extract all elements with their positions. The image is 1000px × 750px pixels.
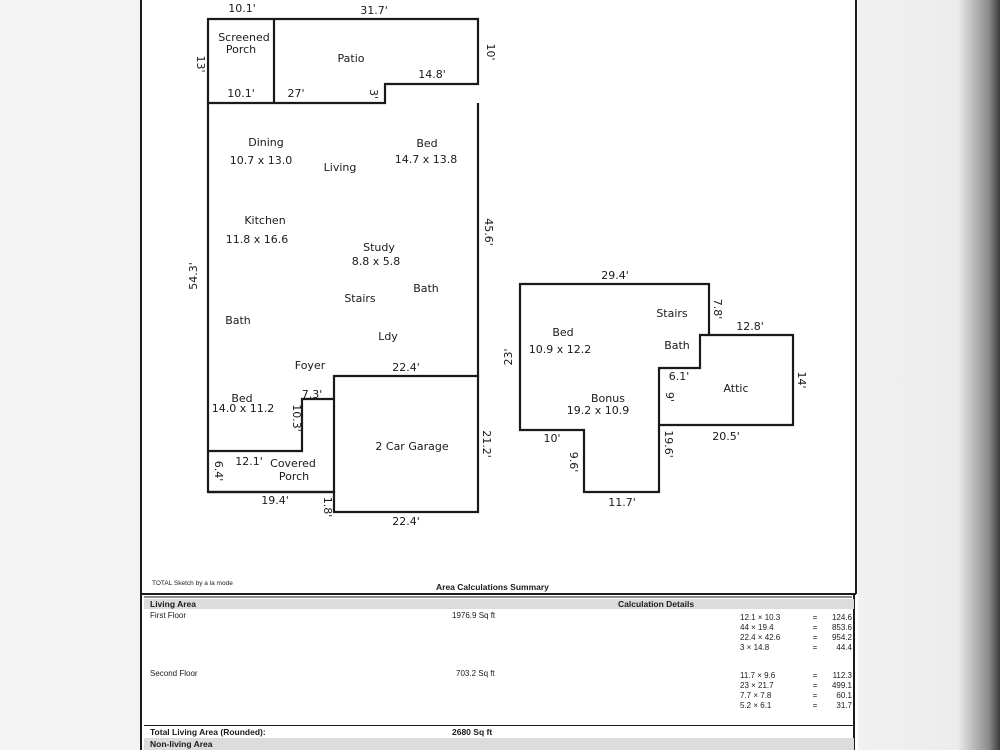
covered-porch-label-2: Porch: [279, 470, 309, 483]
calc-row: 11.7 × 9.6=112.3: [740, 671, 852, 680]
dim-left-side: 54.3': [187, 262, 200, 290]
bath2-label: Bath: [225, 314, 251, 327]
dim-garage-top: 22.4': [392, 361, 420, 374]
calc-row: 3 × 14.8=44.4: [740, 643, 852, 652]
dining-size: 10.7 x 13.0: [230, 154, 293, 167]
sheet-border-left: [140, 0, 142, 750]
dim-porch-bottom: 10.1': [227, 87, 255, 100]
sf-dim-notch-b: 9': [663, 392, 676, 402]
total-living-label: Total Living Area (Rounded):: [150, 727, 266, 737]
dim-porch-bottom2: 19.4': [261, 494, 289, 507]
kitchen-size: 11.8 x 16.6: [226, 233, 289, 246]
bed2-size: 14.0 x 11.2: [212, 402, 275, 415]
bed1-size: 14.7 x 13.8: [395, 153, 458, 166]
dim-top-left: 10.1': [228, 2, 256, 15]
sf-dim-attic-bottom: 20.5': [712, 430, 740, 443]
background-right: [858, 0, 1000, 750]
sf-dim-right-lower: 19.6': [662, 430, 675, 458]
sf-dim-notch-a: 6.1': [669, 370, 690, 383]
first-floor-area: 1976.9 Sq ft: [452, 611, 496, 620]
calc-row: 5.2 × 6.1=31.7: [740, 701, 852, 710]
bed1-label: Bed: [416, 137, 437, 150]
calc-row: 7.7 × 7.8=60.1: [740, 691, 852, 700]
second-floor-label: Second Floor: [150, 669, 198, 678]
dim-porch-notch: 1.8': [321, 497, 334, 518]
patio-label: Patio: [338, 52, 365, 65]
dim-porch-left: 6.4': [212, 461, 225, 482]
main-house-outline: [206, 103, 480, 494]
dim-foyer-vert: 10.3': [290, 404, 303, 432]
calc-row: 23 × 21.7=499.1: [740, 681, 852, 690]
total-divider: [144, 725, 854, 726]
sf-bonus-size: 19.2 x 10.9: [567, 404, 630, 417]
sf-bed-size: 10.9 x 12.2: [529, 343, 592, 356]
covered-porch-outline: [208, 376, 480, 514]
sketch-credit: TOTAL Sketch by a la mode: [152, 580, 233, 587]
second-floor-area: 703.2 Sq ft: [456, 669, 495, 678]
dim-patio-right: 10': [484, 43, 497, 60]
sketch-sheet: [140, 0, 858, 750]
dim-garage-right: 21.2': [480, 430, 493, 458]
dim-right-side: 45.6': [482, 218, 495, 246]
sf-dim-bottom: 11.7': [608, 496, 636, 509]
sf-dim-top: 29.4': [601, 269, 629, 282]
dim-garage-bottom: 22.4': [392, 515, 420, 528]
non-living-band: [144, 738, 854, 750]
bath1-label: Bath: [413, 282, 439, 295]
sf-dim-left: 23': [502, 348, 515, 365]
dim-porch-top: 12.1': [235, 455, 263, 468]
sf-bonus-label: Bonus: [591, 392, 625, 405]
sf-dim-attic-right: 14': [795, 371, 808, 388]
covered-porch-label-1: Covered: [270, 457, 316, 470]
summary-title: Area Calculations Summary: [436, 582, 549, 592]
dim-patio-step: 14.8': [418, 68, 446, 81]
calc-row: 44 × 19.4=853.6: [740, 623, 852, 632]
sf-bath-label: Bath: [664, 339, 690, 352]
sf-attic-label: Attic: [723, 382, 748, 395]
dim-patio-notch: 3': [367, 89, 380, 99]
kitchen-label: Kitchen: [244, 214, 285, 227]
sf-bed-label: Bed: [552, 326, 573, 339]
dim-foyer-notch: 7.3': [302, 388, 323, 401]
second-floor-attic-wall: [657, 333, 709, 425]
dim-top-main: 31.7': [360, 4, 388, 17]
foyer-label: Foyer: [295, 359, 326, 372]
screened-porch-label-1: Screened: [218, 31, 270, 44]
sf-stairs-label: Stairs: [656, 307, 688, 320]
study-size: 8.8 x 5.8: [352, 255, 401, 268]
bed2-label: Bed: [231, 392, 252, 405]
dining-label: Dining: [248, 136, 284, 149]
garage-label: 2 Car Garage: [375, 440, 448, 453]
first-floor-label: First Floor: [150, 611, 186, 620]
screened-porch-label-2: Porch: [226, 43, 256, 56]
living-area-header: Living Area: [150, 599, 196, 609]
dim-porch-side: 13': [194, 55, 207, 72]
living-area-band: [144, 599, 854, 609]
study-label: Study: [363, 241, 395, 254]
total-living-value: 2680 Sq ft: [452, 727, 493, 737]
dim-patio-bottom: 27': [287, 87, 304, 100]
first-floor-calcs: 12.1 × 10.3=124.6 44 × 19.4=853.6 22.4 ×…: [740, 613, 852, 653]
sf-dim-attic-top: 12.8': [736, 320, 764, 333]
calc-row: 12.1 × 10.3=124.6: [740, 613, 852, 622]
sheet-border-right: [855, 0, 857, 594]
sf-dim-stairs-side: 7.8': [711, 299, 724, 320]
stairs-label: Stairs: [344, 292, 376, 305]
calc-row: 22.4 × 42.6=954.2: [740, 633, 852, 642]
background-left: [0, 0, 140, 750]
calc-details-header: Calculation Details: [618, 599, 695, 609]
living-label: Living: [324, 161, 357, 174]
sf-dim-left-lower: 9.6': [567, 452, 580, 473]
first-floor-walls: [206, 17, 480, 514]
bed-foyer-wall: [208, 397, 334, 453]
laundry-label: Ldy: [378, 330, 398, 343]
non-living-header: Non-living Area: [150, 739, 213, 749]
second-floor-calcs: 11.7 × 9.6=112.3 23 × 21.7=499.1 7.7 × 7…: [740, 671, 852, 711]
sf-dim-bottom-left: 10': [543, 432, 560, 445]
